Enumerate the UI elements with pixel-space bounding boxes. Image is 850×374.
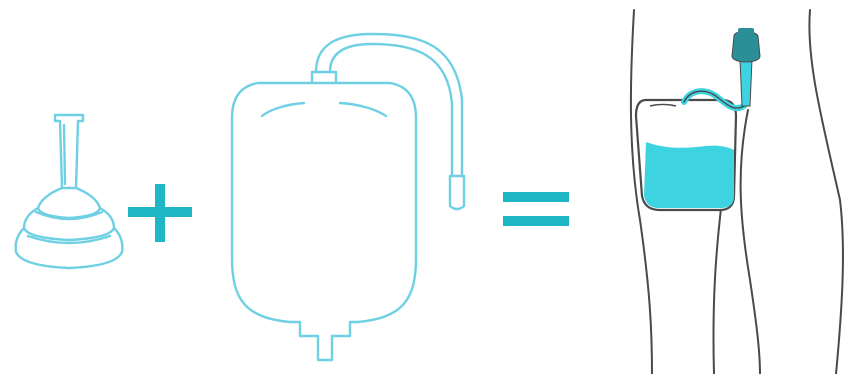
catheter-neck-inner [64, 125, 65, 184]
leg-catheter-cap [738, 28, 754, 36]
bag-tube-inner [330, 44, 452, 176]
leg-catheter-head [732, 32, 760, 63]
bag-tube-outer [316, 34, 462, 176]
leg-catheter-tube [740, 60, 752, 106]
leg-outline-right [809, 10, 843, 374]
leg-with-bag-icon [631, 10, 843, 374]
equals-bottom-bar [503, 216, 569, 226]
bag-top-highlight-left [262, 103, 304, 116]
leg-catheter [732, 28, 760, 106]
catheter-ring-1 [38, 188, 100, 218]
leg-outline-inner-left [713, 200, 722, 374]
bag-tube-tip [450, 176, 464, 209]
equals-sign-icon [503, 192, 569, 226]
leg-outline-inner-right [741, 110, 760, 374]
equals-top-bar [503, 192, 569, 202]
drainage-bag-icon [232, 34, 464, 360]
sheath-catheter-icon [16, 115, 123, 268]
plus-horizontal-bar [128, 207, 192, 217]
catheter-neck [55, 115, 83, 188]
plus-sign-icon [128, 184, 192, 242]
bag-body-outline [232, 83, 416, 360]
bag-inlet-connector [312, 72, 336, 83]
bag-top-highlight-right [340, 103, 386, 116]
leg-bag-liquid [644, 142, 734, 208]
leg-bag [636, 100, 736, 210]
